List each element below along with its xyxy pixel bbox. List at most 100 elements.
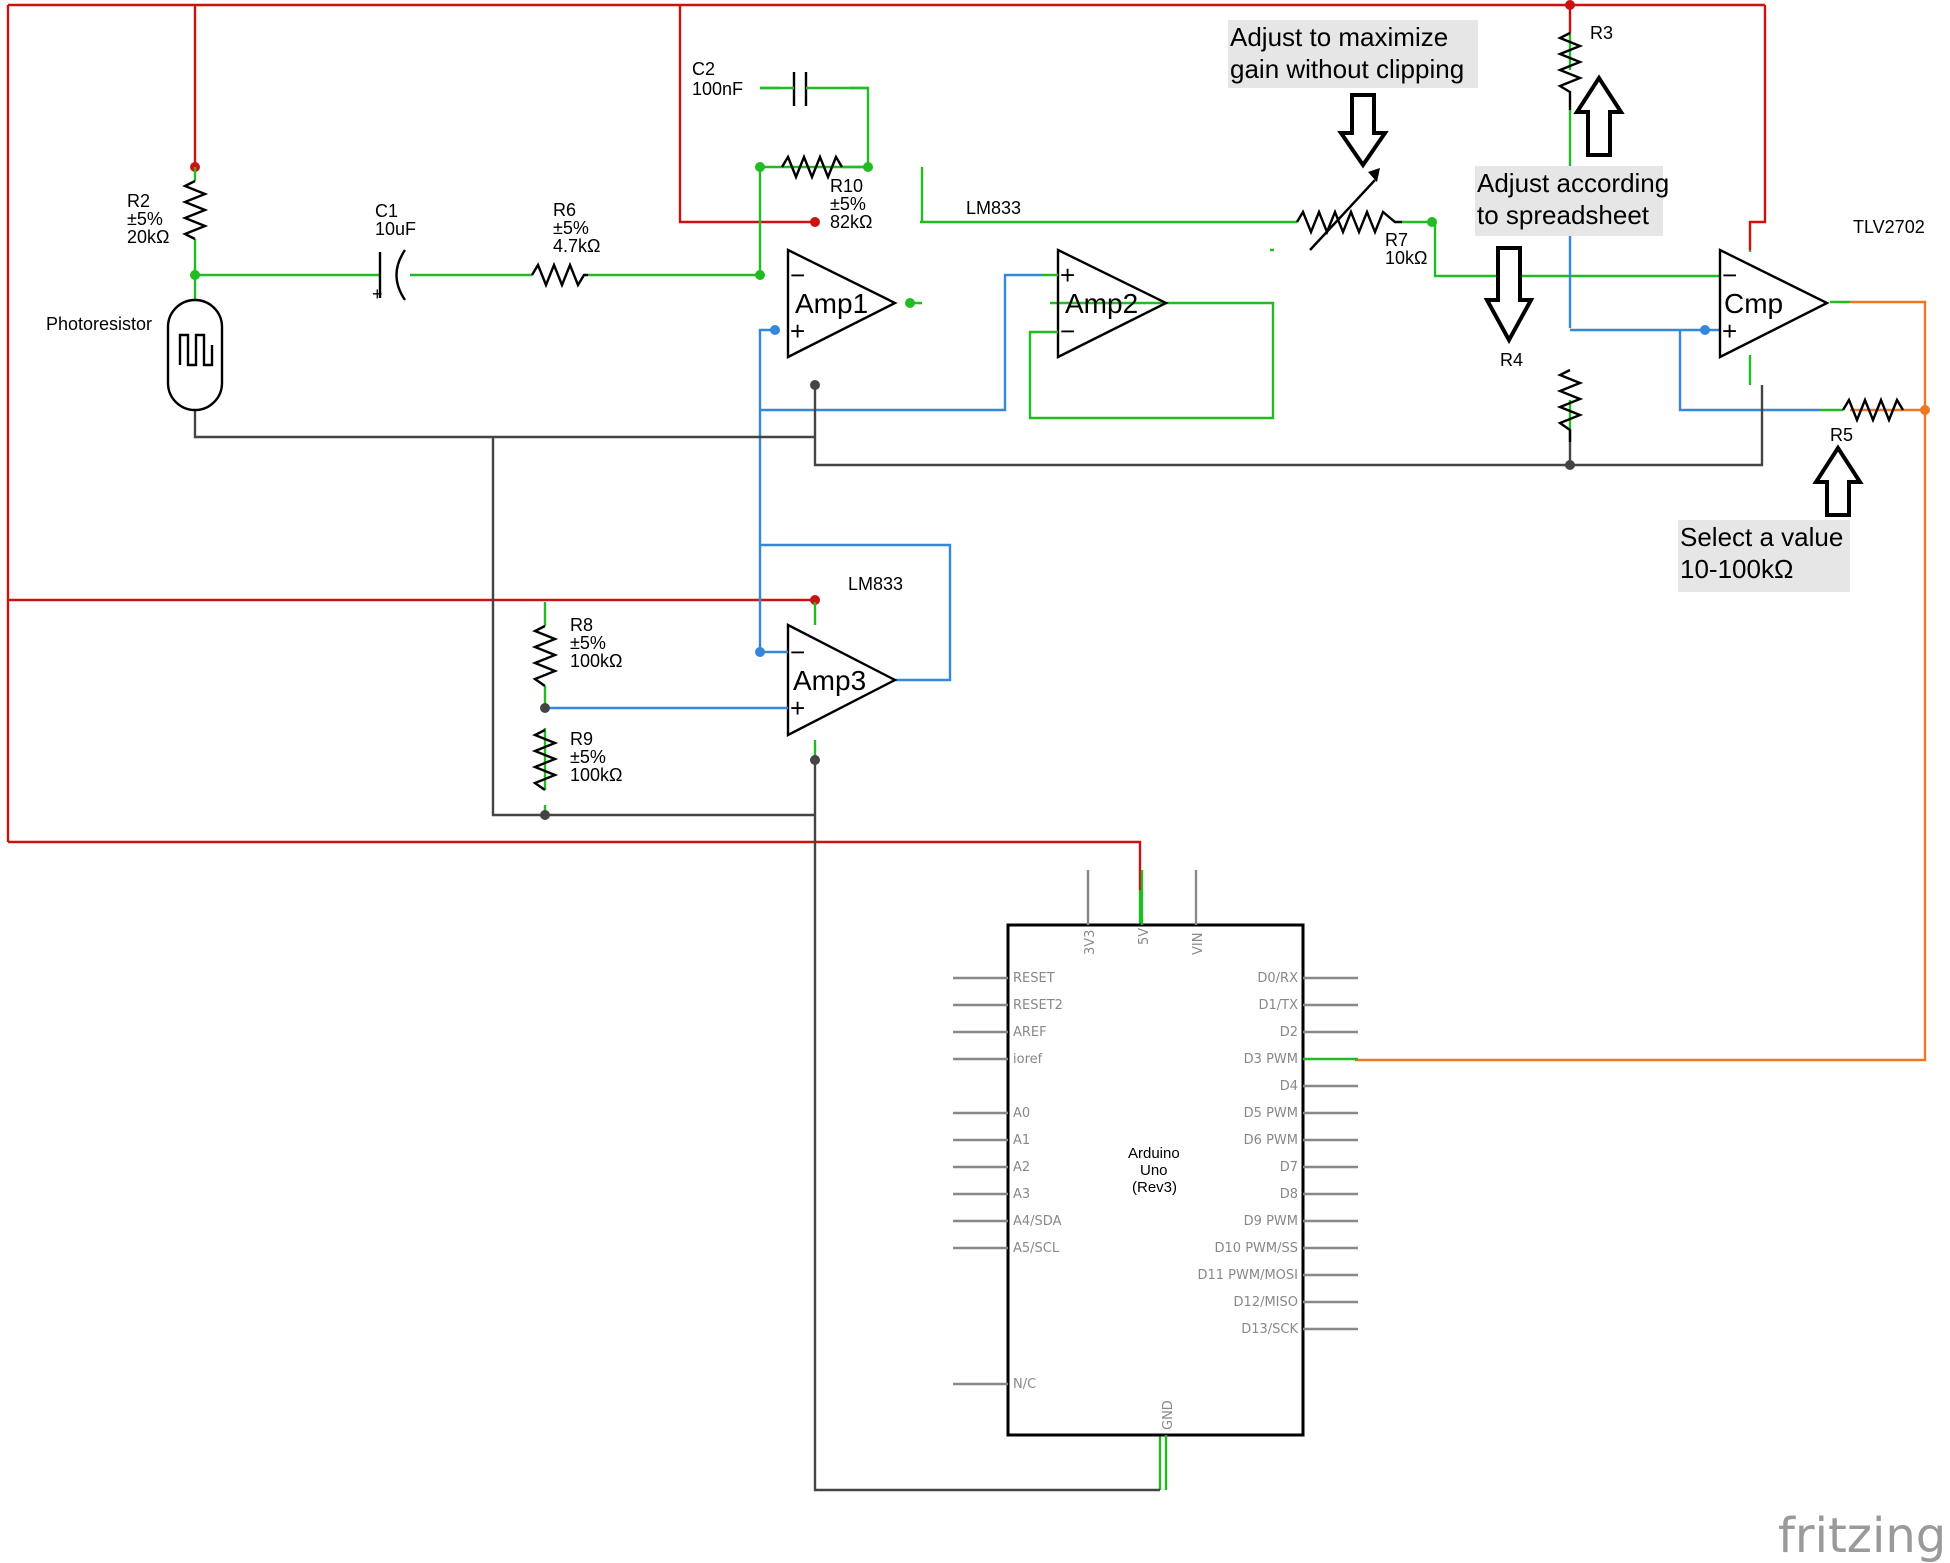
- r4-name: R4: [1500, 350, 1523, 370]
- pin-d3-pwm: D3 PWM: [1244, 1052, 1298, 1067]
- r7-value: 10kΩ: [1385, 248, 1427, 268]
- r2-tolerance: ±5%: [127, 209, 163, 229]
- amp2-label: Amp2: [1065, 288, 1138, 319]
- amp3-label: Amp3: [793, 665, 866, 696]
- pin-d12-miso: D12/MISO: [1234, 1295, 1298, 1310]
- down-arrow-icon: [1337, 93, 1389, 169]
- r2-name: R2: [127, 191, 150, 211]
- pin-5v: 5V: [1137, 928, 1152, 945]
- amp1-minus: −: [790, 260, 805, 290]
- note-spreadsheet-line2: to spreadsheet: [1477, 200, 1650, 230]
- pin-d9-pwm: D9 PWM: [1244, 1214, 1298, 1229]
- signal-wires: [193, 33, 1850, 1490]
- lm833-bottom-label: LM833: [848, 574, 903, 594]
- output-wires: [1355, 300, 1930, 1062]
- resistor-r3: R3: [1556, 23, 1613, 110]
- resistor-r9: R9 ±5% 100kΩ: [531, 728, 623, 791]
- lm833-top-label: LM833: [966, 198, 1021, 218]
- potentiometer-r7: R7 10kΩ: [1295, 168, 1427, 268]
- r7-name: R7: [1385, 230, 1408, 250]
- arduino-title-line2: Uno: [1140, 1162, 1168, 1179]
- pin-reset: RESET: [1013, 971, 1055, 986]
- c1-plus-sign: +: [372, 284, 383, 304]
- resistor-r4: R4: [1500, 350, 1584, 442]
- photoresistor-label: Photoresistor: [46, 314, 152, 334]
- r8-name: R8: [570, 615, 593, 635]
- pin-a3: A3: [1013, 1187, 1030, 1202]
- note-gain-line1: Adjust to maximize: [1230, 22, 1448, 52]
- note-spreadsheet-line1: Adjust according: [1477, 168, 1669, 198]
- pin-d4: D4: [1280, 1079, 1298, 1094]
- c2-value: 100nF: [692, 79, 743, 99]
- capacitor-c1: + C1 10uF: [372, 201, 416, 304]
- pin-reset2: RESET2: [1013, 998, 1063, 1013]
- amp1-plus: +: [790, 316, 805, 346]
- pin-ioref: ioref: [1013, 1052, 1043, 1067]
- pin-d13-sck: D13/SCK: [1241, 1322, 1298, 1337]
- pin-vin: VIN: [1191, 933, 1206, 955]
- pin-d1-tx: D1/TX: [1258, 998, 1298, 1013]
- pin-gnd: GND: [1161, 1400, 1176, 1430]
- capacitor-c2: C2 100nF: [692, 59, 868, 106]
- amp2-minus: −: [1060, 316, 1075, 346]
- r10-name: R10: [830, 176, 863, 196]
- tlv2702-label: TLV2702: [1853, 217, 1925, 237]
- pin-d11-pwm-mosi: D11 PWM/MOSI: [1197, 1268, 1298, 1283]
- arduino-title-line1: Arduino: [1128, 1145, 1180, 1162]
- reference-junctions: [755, 325, 1710, 657]
- vcc-wires: [6, 0, 1767, 890]
- r5-name: R5: [1830, 425, 1853, 445]
- fritzing-logo: fritzing: [1778, 1508, 1946, 1563]
- r10-value: 82kΩ: [830, 212, 872, 232]
- r10-tolerance: ±5%: [830, 194, 866, 214]
- resistor-r5: R5: [1830, 396, 1905, 445]
- arduino-title-line3: (Rev3): [1132, 1179, 1177, 1196]
- amp3-minus: −: [790, 637, 805, 667]
- amp3-plus: +: [790, 693, 805, 723]
- note-select-line2: 10-100kΩ: [1680, 554, 1793, 584]
- note-select-line1: Select a value: [1680, 522, 1843, 552]
- amp1-label: Amp1: [795, 288, 868, 319]
- c1-name: C1: [375, 201, 398, 221]
- pin-aref: AREF: [1013, 1025, 1047, 1040]
- photoresistor: Photoresistor: [46, 298, 224, 412]
- pin-a4-sda: A4/SDA: [1013, 1214, 1062, 1229]
- resistor-r2: R2 ±5% 20kΩ: [127, 179, 209, 247]
- opamp-amp1: − + Amp1 LM833: [786, 198, 1021, 359]
- resistor-r6: R6 ±5% 4.7kΩ: [530, 200, 600, 289]
- pin-3v3: 3V3: [1083, 930, 1098, 955]
- ground-wires: [193, 380, 1764, 1492]
- r6-value: 4.7kΩ: [553, 236, 600, 256]
- c2-name: C2: [692, 59, 715, 79]
- pin-d6-pwm: D6 PWM: [1244, 1133, 1298, 1148]
- r6-tolerance: ±5%: [553, 218, 589, 238]
- note-gain: Adjust to maximize gain without clipping: [1228, 20, 1478, 169]
- amp2-plus: +: [1060, 260, 1075, 290]
- pin-nc: N/C: [1013, 1377, 1036, 1392]
- r8-value: 100kΩ: [570, 651, 623, 671]
- down-arrow-icon: [1483, 246, 1535, 345]
- r3-name: R3: [1590, 23, 1613, 43]
- note-select: Select a value 10-100kΩ: [1678, 444, 1864, 592]
- pin-a2: A2: [1013, 1160, 1030, 1175]
- c1-value: 10uF: [375, 219, 416, 239]
- r6-name: R6: [553, 200, 576, 220]
- cmp-plus: +: [1722, 316, 1737, 346]
- opamp-amp2: + − Amp2: [1042, 248, 1169, 359]
- pin-a0: A0: [1013, 1106, 1030, 1121]
- note-gain-line2: gain without clipping: [1230, 54, 1464, 84]
- cmp-minus: −: [1722, 260, 1737, 290]
- r9-tolerance: ±5%: [570, 747, 606, 767]
- pin-d7: D7: [1280, 1160, 1298, 1175]
- cmp-label: Cmp: [1724, 288, 1783, 319]
- pin-d8: D8: [1280, 1187, 1298, 1202]
- pin-a5-scl: A5/SCL: [1013, 1241, 1060, 1256]
- resistor-r10: R10 ±5% 82kΩ: [780, 153, 872, 232]
- opamp-amp3: − + Amp3 LM833: [775, 574, 903, 737]
- note-spreadsheet: Adjust according to spreadsheet: [1475, 74, 1669, 345]
- resistor-r8: R8 ±5% 100kΩ: [531, 615, 623, 687]
- pin-d0-rx: D0/RX: [1257, 971, 1298, 986]
- r9-name: R9: [570, 729, 593, 749]
- arduino-right-pin-lines: [1303, 976, 1358, 1331]
